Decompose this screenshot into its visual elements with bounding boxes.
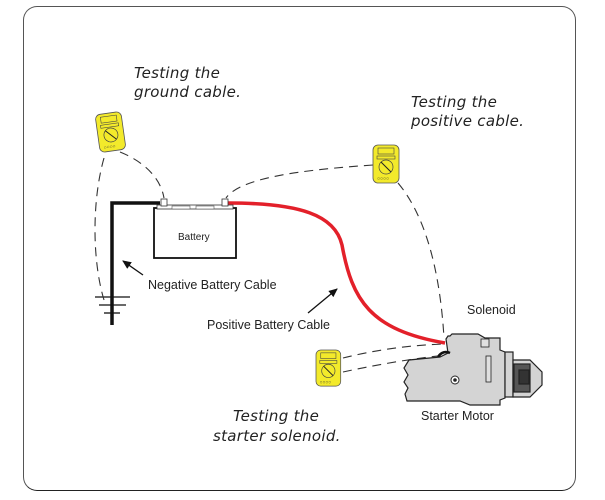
ground-probe-lead <box>94 157 105 301</box>
positive-terminal <box>221 198 229 207</box>
negative-terminal <box>160 198 168 207</box>
ground-probe-lead-2 <box>119 151 165 199</box>
starter-motor-label: Starter Motor <box>421 409 494 423</box>
multimeter-solenoid-icon <box>315 349 342 387</box>
solenoid-test-line2: starter solenoid. <box>213 427 341 445</box>
positive-test-line2: positive cable. <box>410 112 524 130</box>
positive-battery-cable <box>227 201 446 345</box>
negative-cable-label: Negative Battery Cable <box>148 278 277 292</box>
ground-symbol-icon <box>95 296 130 314</box>
negative-cable-arrow <box>122 260 144 276</box>
multimeter-ground-icon <box>94 110 127 154</box>
positive-cable-arrow <box>307 288 338 314</box>
ground-test-line1: Testing the <box>134 64 220 82</box>
positive-probe-lead-2 <box>397 182 445 339</box>
ground-test-line2: ground cable. <box>134 83 241 101</box>
positive-test-line1: Testing the <box>411 93 497 111</box>
solenoid-probe-lead <box>342 343 446 359</box>
solenoid-label: Solenoid <box>467 303 516 317</box>
battery-label: Battery <box>178 232 210 243</box>
multimeter-positive-icon <box>372 144 400 184</box>
starter-motor <box>403 333 543 406</box>
diagram-frame <box>23 6 576 491</box>
positive-cable-label: Positive Battery Cable <box>207 318 330 332</box>
positive-probe-lead <box>225 164 374 199</box>
solenoid-test-line1: Testing the <box>233 407 319 425</box>
negative-battery-cable <box>110 201 160 325</box>
battery: Battery <box>153 198 237 259</box>
